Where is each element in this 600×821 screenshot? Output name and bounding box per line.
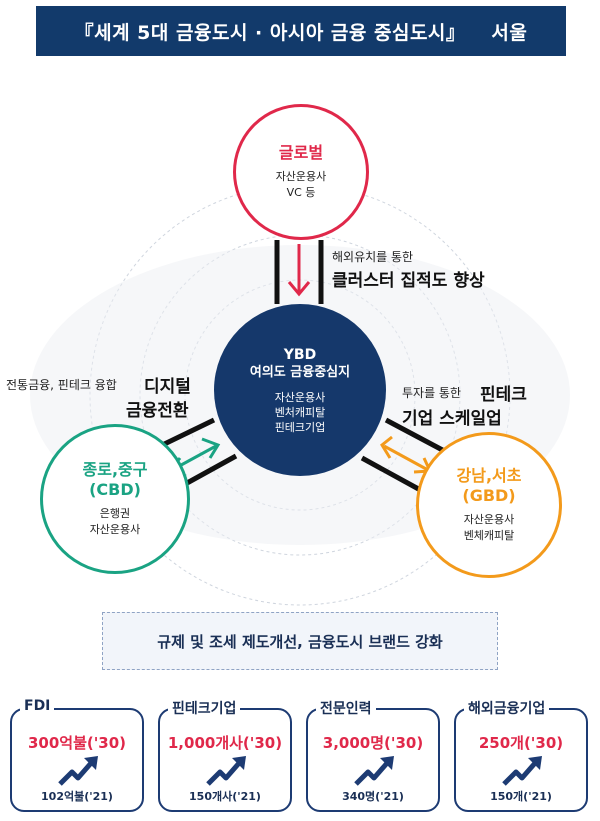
note-left-big-1: 디지털 [144,377,191,397]
node-ybd-name: 여의도 금융중심지 [249,364,351,380]
node-global-title: 글로벌 [278,143,324,162]
kpi-card-foreign: 해외금융기업 250개('30) 150개('21) [454,698,588,812]
trend-up-icon [502,756,542,786]
node-ybd-line: 벤처캐피탈 [274,405,326,419]
node-gbd-line: 자산운용사 [463,513,515,526]
banner-city: 서울 [491,21,528,44]
trend-up-icon [354,756,394,786]
note-left-big-2: 금융전환 [126,401,189,421]
note-top-small: 해외유치를 통한 [332,250,414,264]
kpi-card-label: 전문인력 [316,698,376,718]
note-right-big-1: 핀테크 [480,385,527,405]
arrow-cbd-head-right [201,437,221,459]
node-ybd-code: YBD [283,346,317,363]
node-cbd-desc: 은행권 자산운용사 [90,506,141,538]
trend-up-icon [58,756,98,786]
trend-up-icon [206,756,246,786]
node-ybd: YBD 여의도 금융중심지 자산운용사 벤처캐피탈 핀테크기업 [214,304,386,476]
kpi-card-base: 150개('21) [490,790,552,803]
kpi-card-fintech: 핀테크기업 1,000개사('30) 150개사('21) [158,698,292,812]
arrow-gbd-shaft [383,444,429,472]
node-cbd-title: 종로,중구 [82,460,148,479]
reform-text: 규제 및 조세 제도개선, 금융도시 브랜드 강화 [157,632,443,651]
node-ybd-desc: 자산운용사 벤처캐피탈 핀테크기업 [275,390,326,435]
node-gbd-title: 강남,서초 [456,466,522,485]
node-global-line: VC 등 [286,186,316,199]
node-gbd-code: (GBD) [462,486,516,505]
kpi-card-base: 340명('21) [342,790,404,803]
node-gbd: 강남,서초 (GBD) 자산운용사 벤체캐피탈 [416,432,562,578]
note-right-small: 투자를 통한 [402,386,462,400]
note-right-big-2: 기업 스케일업 [402,409,502,429]
kpi-card-target: 1,000개사('30) [167,734,283,752]
node-cbd-code: (CBD) [89,480,141,499]
kpi-card-target: 250개('30) [478,734,564,752]
node-gbd-line: 벤체캐피탈 [463,529,515,542]
banner-title: 『세계 5대 금융도시 · 아시아 금융 중심도시』 [74,21,466,44]
kpi-card-target: 3,000명('30) [322,734,424,752]
node-global-line: 자산운용사 [275,170,327,183]
node-ybd-line: 자산운용사 [274,390,326,404]
connector-gbd-bottom [360,455,426,495]
connector-gbd-top [384,417,452,457]
kpi-card-label: FDI [20,698,55,714]
arrow-global-head [287,281,311,297]
node-gbd-desc: 자산운용사 벤체캐피탈 [464,512,515,544]
node-global-desc: 자산운용사 VC 등 [276,169,327,201]
node-global: 글로벌 자산운용사 VC 등 [233,104,369,240]
kpi-card-label: 핀테크기업 [168,698,241,718]
kpi-card-base: 150개사('21) [189,790,261,803]
kpi-card-experts: 전문인력 3,000명('30) 340명('21) [306,698,440,812]
node-cbd-line: 은행권 [99,507,131,520]
kpi-card-label: 해외금융기업 [464,698,550,718]
node-cbd: 종로,중구 (CBD) 은행권 자산운용사 [40,424,190,574]
arrow-gbd-head-left [380,435,393,459]
reform-box: 규제 및 조세 제도개선, 금융도시 브랜드 강화 [102,612,498,670]
title-banner: 『세계 5대 금융도시 · 아시아 금융 중심도시』 서울 [36,6,566,56]
note-top-big: 클러스터 집적도 향상 [332,271,485,291]
note-left-small: 전통금융, 핀테크 융합 [6,378,117,392]
node-cbd-line: 자산운용사 [89,523,141,536]
node-ybd-line: 핀테크기업 [274,420,326,434]
kpi-card-base: 102억불('21) [41,790,113,803]
kpi-card-target: 300억불('30) [27,734,127,752]
kpi-card-fdi: FDI 300억불('30) 102억불('21) [10,698,144,812]
